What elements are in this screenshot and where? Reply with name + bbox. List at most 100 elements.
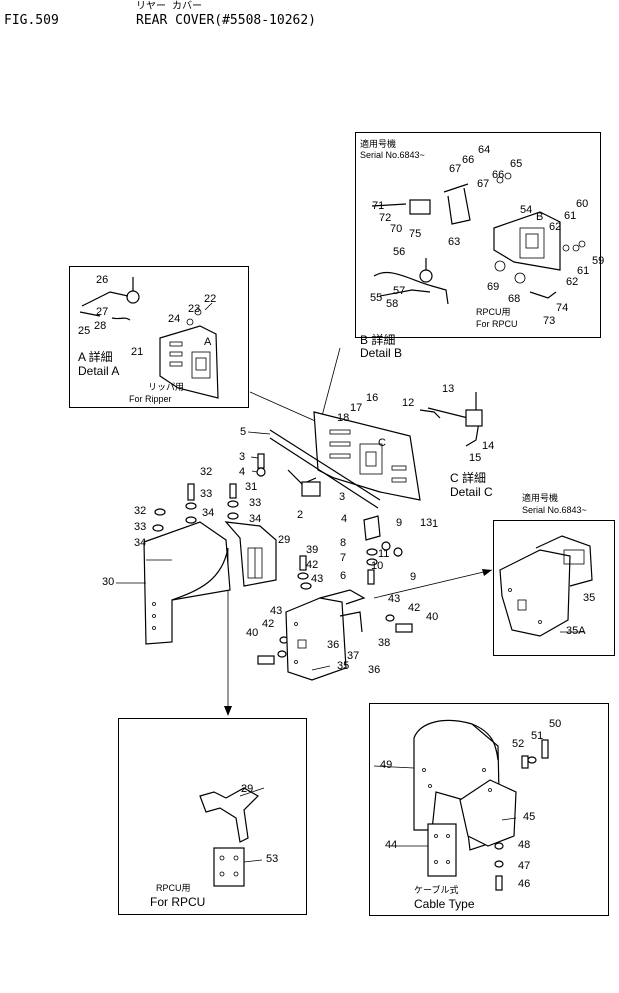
callout-19: 17	[350, 402, 363, 414]
callout-11: 10	[371, 560, 384, 572]
title-japanese: リヤー カバー	[136, 1, 203, 12]
left-cover-30	[143, 521, 231, 645]
callout-42a: 42	[306, 559, 319, 571]
callout-42b: 42	[262, 618, 275, 630]
callout-22: 22	[204, 293, 217, 305]
callout-42c: 42	[408, 602, 421, 614]
callout-27: 27	[96, 306, 109, 318]
detail-letter-a: A	[204, 336, 212, 348]
callout-3b: 3	[339, 491, 346, 503]
callout-21: 21	[131, 346, 144, 358]
callout-58: 58	[386, 298, 399, 310]
callout-33b: 33	[249, 497, 262, 509]
callout-16: 14	[482, 440, 495, 452]
detail-a-box	[69, 266, 249, 408]
callout-7: 7	[340, 552, 347, 564]
callout-4a: 4	[239, 466, 246, 478]
callout-52: 52	[512, 738, 525, 750]
serial-variant-jp: 適用号機	[522, 493, 559, 503]
callout-31: 31	[245, 481, 258, 493]
detail-b-note: For RPCU	[476, 319, 518, 329]
callout-62b: 62	[566, 276, 579, 288]
callout-47: 47	[518, 860, 531, 872]
rpcu-drawing	[199, 787, 259, 887]
detail-a-note-jp: リッパ用	[148, 382, 185, 392]
callout-67b: 67	[477, 178, 490, 190]
callout-20: 18	[337, 412, 350, 424]
callout-10: 9	[410, 571, 417, 583]
callout-23: 23	[188, 303, 201, 315]
callout-35a: 35A	[566, 625, 586, 637]
callout-57: 57	[393, 285, 406, 297]
callout-34c: 34	[134, 537, 147, 549]
callout-30: 30	[102, 576, 115, 588]
callout-65: 65	[510, 158, 523, 170]
detail-c-jp: C 詳細	[450, 471, 487, 485]
callout-35: 35	[337, 660, 350, 672]
callout-32b: 32	[134, 505, 147, 517]
callout-71: 69	[487, 281, 500, 293]
callout-34a: 34	[202, 507, 215, 519]
callout-9: 9	[396, 517, 403, 529]
callout-14: 12	[402, 397, 415, 409]
callout-72: 70	[390, 223, 403, 235]
detail-b-serial: Serial No.6843~	[360, 150, 425, 160]
callout-45: 45	[523, 811, 536, 823]
bracket-35	[285, 589, 366, 681]
callout-1: 1	[432, 518, 439, 530]
callout-40a: 39	[306, 544, 319, 556]
rpcu-jp: RPCU用	[156, 883, 191, 893]
callout-67a: 67	[449, 163, 462, 175]
cable-type-box	[369, 703, 609, 916]
detail-c-drawing	[419, 392, 483, 447]
callout-54: 54	[520, 204, 533, 216]
callout-18: 16	[366, 392, 379, 404]
callout-29: 29	[278, 534, 291, 546]
callout-56: 56	[393, 246, 406, 258]
callout-43a: 43	[311, 573, 324, 585]
callout-73: 71	[372, 200, 385, 212]
rpcu-label: For RPCU	[150, 895, 206, 909]
detail-b-box	[355, 132, 601, 338]
cable-type-jp: ケーブル式	[414, 885, 459, 895]
fasteners-main	[150, 453, 413, 665]
detail-b-serial-jp: 適用号機	[360, 139, 397, 149]
callout-66a: 66	[462, 154, 475, 166]
callout-46: 46	[518, 878, 531, 890]
callout-24: 24	[168, 313, 181, 325]
callout-8: 8	[340, 537, 347, 549]
callout-48: 48	[518, 839, 531, 851]
callout-12: 11	[378, 548, 390, 560]
detail-b-drawing	[371, 172, 586, 305]
callout-26: 26	[96, 274, 109, 286]
cable-type-label: Cable Type	[414, 897, 475, 911]
callout-25: 25	[78, 325, 91, 337]
main-top-plate	[269, 411, 421, 541]
callout-35-variant: 35	[583, 592, 596, 604]
callout-2: 2	[297, 509, 304, 521]
callout-59: 59	[592, 255, 605, 267]
serial-variant-label: Serial No.6843~	[522, 505, 587, 515]
callout-33a: 33	[200, 488, 213, 500]
serial-variant-drawing	[499, 535, 593, 637]
detail-c-label: Detail C	[450, 485, 493, 499]
callout-3a: 3	[239, 451, 246, 463]
callout-6: 6	[340, 570, 347, 582]
callout-43c: 43	[388, 593, 401, 605]
cover-29	[224, 521, 277, 587]
callout-15: 13	[442, 383, 455, 395]
callout-55: 55	[370, 292, 383, 304]
callout-29-rpcu: 29	[241, 783, 254, 795]
callout-74: 72	[379, 212, 392, 224]
callout-75: 75	[409, 228, 422, 240]
callout-32a: 32	[200, 466, 213, 478]
callout-70: 74	[556, 302, 569, 314]
callout-66b: 66	[492, 169, 505, 181]
callout-69: 73	[543, 315, 556, 327]
detail-a-drawing	[79, 277, 219, 399]
detail-a-note: For Ripper	[129, 394, 172, 404]
serial-variant-box	[493, 520, 615, 656]
callout-51: 51	[531, 730, 544, 742]
diagram-title: REAR COVER(#5508-10262)	[136, 13, 317, 28]
